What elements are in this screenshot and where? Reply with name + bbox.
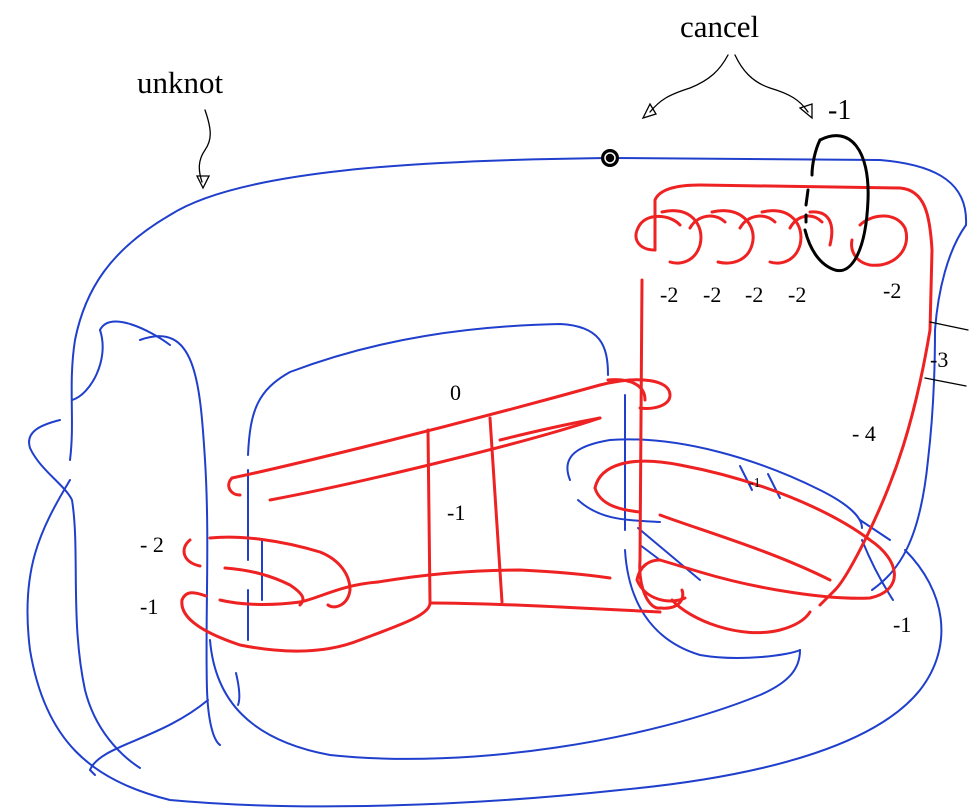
left-upper-coefficient: - 2: [140, 532, 164, 557]
black-circle-component: [803, 134, 870, 273]
unknot-label: unknot: [137, 65, 224, 100]
red-link: [180, 183, 969, 653]
chain-coefficient-3: -2: [745, 282, 763, 307]
chain-coefficient-2: -2: [703, 282, 721, 307]
black-circle-coefficient: -1: [828, 95, 851, 126]
chain-coefficient-5: -2: [883, 278, 901, 303]
center-band-coefficient: -1: [447, 500, 465, 525]
box-coefficient-right: -3: [930, 347, 948, 372]
left-lower-coefficient: -1: [140, 594, 158, 619]
blue-unknot: [26, 157, 968, 808]
chain-coefficient-4: -2: [788, 282, 806, 307]
bottom-right-coefficient: -1: [893, 612, 911, 637]
top-band-coefficient: 0: [450, 380, 461, 405]
right-strand-coefficient: - 4: [852, 421, 876, 446]
cancel-label: cancel: [680, 9, 759, 44]
annotation-arrows: [195, 54, 813, 190]
dotted-circle-marker: [601, 149, 619, 167]
small-band-coefficient: -1: [749, 476, 761, 491]
chain-coefficient-1: -2: [660, 282, 678, 307]
